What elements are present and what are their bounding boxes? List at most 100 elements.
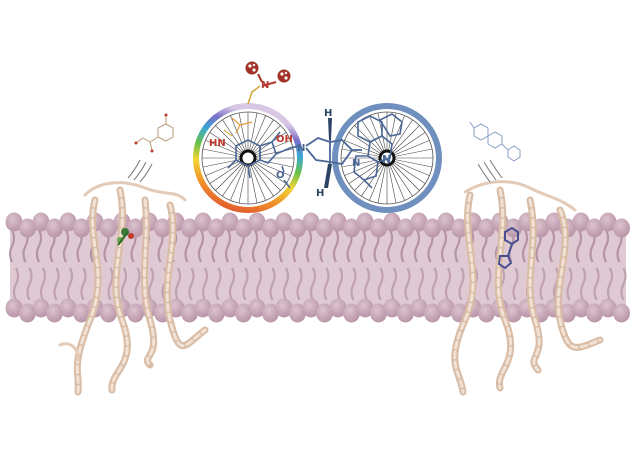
lipid-head (613, 303, 630, 323)
lipid-tail (579, 267, 587, 301)
lipid-head (73, 303, 90, 323)
right-wheel (332, 103, 442, 213)
lipid-head (424, 218, 441, 238)
lipid-tail (363, 267, 371, 301)
lipid-tail (147, 267, 155, 301)
lipid-tail (332, 229, 340, 263)
lipid-tail (602, 229, 610, 263)
lipid-tail (606, 267, 614, 301)
lipid-head (262, 303, 279, 323)
hn-label: HN (209, 138, 226, 149)
lipid-tail (255, 267, 263, 301)
lipid-tail (107, 267, 114, 301)
lipid-tail (174, 267, 182, 301)
lipid-tail (336, 267, 344, 301)
lipid-heads-top (5, 212, 630, 238)
lipid-head (370, 303, 387, 323)
lipid-head (59, 298, 77, 318)
lipid-head (32, 212, 50, 232)
lipid-tail (278, 229, 286, 263)
left-wheel-structure (227, 131, 291, 179)
lipid-head (410, 298, 428, 318)
lipid-head (289, 303, 306, 323)
lipid-head (262, 218, 279, 238)
left-motion-lines (127, 159, 153, 183)
left-drug-molecule-sketch (134, 113, 174, 153)
lipid-head (505, 303, 522, 323)
lipid-tail (512, 267, 519, 301)
right-drug-molecule-sketch (469, 121, 521, 162)
lipid-tail (548, 229, 556, 263)
lipid-head (545, 212, 563, 232)
lipid-head (599, 212, 617, 232)
lipid-head (356, 212, 374, 232)
lipid-head (329, 212, 347, 232)
lipid-head (5, 298, 23, 318)
lipid-head (451, 218, 468, 238)
lipid-tail (188, 267, 195, 301)
lipid-head (73, 218, 90, 238)
lipid-head (478, 303, 495, 323)
right-wheel-structure (353, 113, 403, 189)
lipid-head (478, 218, 495, 238)
lipid-head (424, 303, 441, 323)
lipid-tail (251, 229, 259, 263)
lipid-head (235, 303, 252, 323)
lipid-tail (296, 267, 303, 301)
lipid-head (221, 212, 239, 232)
lipid-head (356, 298, 374, 318)
lipid-bilayer (5, 212, 630, 323)
lipid-head (302, 298, 320, 318)
lipid-heads-bottom (5, 298, 630, 323)
lipid-head (127, 218, 144, 238)
nitroxide-n-label: N (261, 80, 269, 91)
lipid-tail (575, 229, 583, 263)
lipid-tail (66, 267, 74, 301)
lipid-head (437, 212, 455, 232)
lipid-head (5, 212, 23, 232)
amide-n-label: N (297, 143, 305, 154)
lipid-tail (521, 229, 529, 263)
right-ligand (497, 226, 519, 270)
lipid-head (572, 212, 590, 232)
lipid-tail (359, 229, 367, 263)
lipid-head (316, 303, 333, 323)
lipid-head (397, 303, 414, 323)
lipid-head (19, 218, 36, 238)
lipid-tail (485, 267, 492, 301)
lipid-head (370, 218, 387, 238)
lipid-tail (404, 267, 411, 301)
lipid-tail (201, 267, 209, 301)
lipid-tail (413, 229, 421, 263)
lipid-head (613, 218, 630, 238)
lipid-head (343, 218, 360, 238)
lipid-tail (566, 267, 573, 301)
lipid-head (194, 212, 212, 232)
lipid-tail (350, 267, 357, 301)
lipid-tail (539, 267, 546, 301)
lipid-tail (593, 267, 600, 301)
lipid-tail (8, 229, 16, 263)
lipid-tail (390, 267, 398, 301)
lipid-head (397, 218, 414, 238)
lipid-tail (39, 267, 47, 301)
lipid-tail (35, 229, 43, 263)
lipid-head (343, 303, 360, 323)
lipid-tail (377, 267, 384, 301)
lipid-tail (282, 267, 290, 301)
lipid-head (127, 303, 144, 323)
lipid-tail (305, 229, 313, 263)
lipid-head (100, 218, 117, 238)
lipid-head (59, 212, 77, 232)
lipid-tail (431, 267, 438, 301)
lipid-head (19, 303, 36, 323)
lipid-head (248, 212, 266, 232)
lipid-tail (269, 267, 276, 301)
lipid-tail (80, 267, 87, 301)
lipid-head (559, 303, 576, 323)
oh-label: OH (276, 134, 293, 145)
lipid-tail (620, 267, 627, 301)
right-wheel-n-center: N (382, 153, 391, 166)
lipid-head (208, 303, 225, 323)
